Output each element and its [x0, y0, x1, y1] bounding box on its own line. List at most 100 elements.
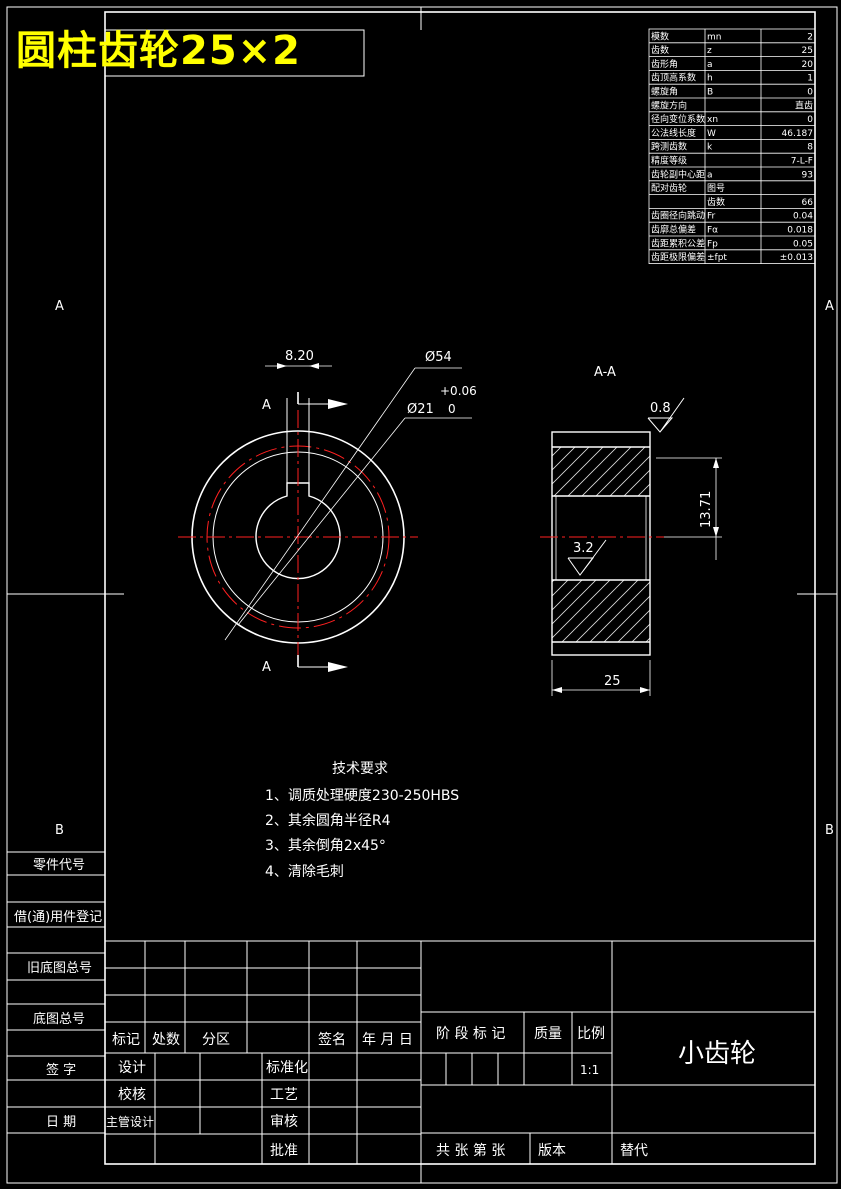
param-value: 46.187	[782, 129, 814, 139]
tb-stage: 阶 段 标 记	[436, 1026, 505, 1042]
roughness-symbol-bore	[567, 539, 607, 576]
param-name: 螺旋角	[651, 86, 678, 98]
tech-requirement-4: 4、清除毛刺	[265, 864, 344, 880]
tb-sheets: 共 张 第 张	[436, 1142, 505, 1159]
tb-part-name: 小齿轮	[678, 1039, 756, 1069]
tb-version: 版本	[538, 1143, 566, 1159]
param-value: 93	[802, 170, 813, 180]
keyway-depth-dim: 13.71	[699, 491, 714, 528]
param-name: 齿形角	[651, 58, 678, 70]
section-arrow-top	[328, 399, 348, 409]
param-name: 齿距累积公差	[651, 237, 705, 249]
param-symbol: xn	[707, 115, 718, 125]
param-value: 66	[802, 198, 814, 208]
param-name: 径向变位系数	[651, 113, 705, 125]
section-mark-top: A	[262, 398, 271, 413]
param-symbol: W	[707, 129, 716, 139]
param-value: 0	[807, 88, 813, 98]
roughness-value-bore: 3.2	[573, 541, 594, 556]
param-name: 精度等级	[651, 155, 687, 167]
tech-requirement-3: 3、其余倒角2x45°	[265, 837, 386, 854]
hatch-upper	[552, 447, 650, 496]
left-registration-strip	[7, 851, 105, 1134]
tb-mark: 标记	[112, 1032, 140, 1048]
param-name: 齿距极限偏差	[651, 251, 705, 263]
tb-date: 年 月 日	[362, 1032, 413, 1048]
tb-replace: 替代	[620, 1143, 648, 1159]
param-value: 7-L-F	[791, 157, 813, 167]
section-title: A-A	[594, 365, 616, 380]
bore-with-keyway	[255, 482, 341, 580]
zone-label-b-right: B	[825, 823, 834, 838]
front-view	[178, 363, 472, 672]
hatch-lower	[552, 580, 650, 642]
face-width-dim: 25	[604, 674, 621, 689]
keyway-width-dim: 8.20	[285, 349, 314, 364]
param-name: 公法线长度	[651, 127, 696, 139]
keyway-arrow-left	[277, 363, 287, 369]
bore-tolerance-lower: 0	[448, 402, 456, 416]
tb-design: 设计	[118, 1060, 146, 1076]
bore-leader	[237, 417, 406, 626]
param-symbol: 齿数	[707, 196, 725, 208]
param-value: 0	[807, 115, 813, 125]
diameter-leader	[224, 367, 416, 641]
param-value: 25	[802, 46, 813, 56]
tb-sign: 签名	[318, 1031, 346, 1048]
tb-standard: 标准化	[266, 1060, 308, 1076]
roughness-symbol-top	[647, 397, 685, 433]
zone-label-a-right: A	[825, 299, 834, 314]
param-symbol: Fr	[707, 212, 716, 222]
tb-approve: 批准	[270, 1143, 298, 1159]
drawing-frame	[6, 6, 838, 1184]
tb-mass: 质量	[534, 1026, 562, 1042]
strip-old-drawing-no: 旧底图总号	[27, 960, 92, 976]
tb-count: 处数	[152, 1032, 180, 1048]
drawing-title: 圆柱齿轮25×2	[16, 28, 302, 74]
param-name: 螺旋方向	[651, 99, 687, 111]
param-symbol: a	[707, 60, 713, 70]
param-value: 20	[802, 60, 814, 70]
param-symbol: ±fpt	[707, 253, 727, 263]
section-view	[540, 397, 722, 696]
param-symbol: mn	[707, 32, 721, 42]
param-symbol: B	[707, 88, 713, 98]
strip-part-code: 零件代号	[33, 858, 85, 873]
param-name: 齿廓总偏差	[651, 224, 696, 236]
strip-drawing-no: 底图总号	[33, 1011, 85, 1027]
param-value: 直齿	[795, 99, 813, 111]
tech-requirement-1: 1、调质处理硬度230-250HBS	[265, 788, 459, 804]
param-value: ±0.013	[780, 253, 813, 263]
param-name: 齿圈径向跳动	[651, 210, 705, 222]
tb-review: 审核	[270, 1114, 298, 1130]
title-block	[105, 940, 815, 1164]
param-value: 8	[807, 143, 813, 153]
keyway-arrow-right	[309, 363, 319, 369]
section-arrow-bottom	[328, 662, 348, 672]
param-symbol: Fα	[707, 226, 718, 236]
param-symbol: k	[707, 143, 713, 153]
param-value: 0.04	[793, 212, 813, 222]
zone-label-a-left: A	[55, 299, 64, 314]
param-value: 0.05	[793, 239, 813, 249]
param-name: 配对齿轮	[651, 182, 687, 194]
param-name: 齿数	[651, 44, 669, 56]
bore-tolerance-upper: +0.06	[440, 384, 477, 398]
tb-scale-value: 1:1	[580, 1063, 599, 1077]
tb-check: 校核	[118, 1086, 146, 1103]
param-value: 1	[807, 74, 813, 84]
param-symbol: h	[707, 74, 713, 84]
strip-borrowed-register: 借(通)用件登记	[14, 910, 102, 925]
param-name: 齿轮副中心距	[651, 168, 705, 180]
tech-requirements-title: 技术要求	[332, 761, 388, 777]
tb-zone: 分区	[202, 1032, 230, 1048]
param-value: 2	[807, 32, 813, 42]
param-name: 模数	[651, 30, 669, 42]
param-symbol: 图号	[707, 183, 725, 194]
zone-label-b-left: B	[55, 823, 64, 838]
tb-scale-label: 比例	[577, 1026, 605, 1042]
bore-diameter-dim: Ø21	[407, 402, 434, 417]
outer-diameter-dim: Ø54	[425, 350, 452, 365]
